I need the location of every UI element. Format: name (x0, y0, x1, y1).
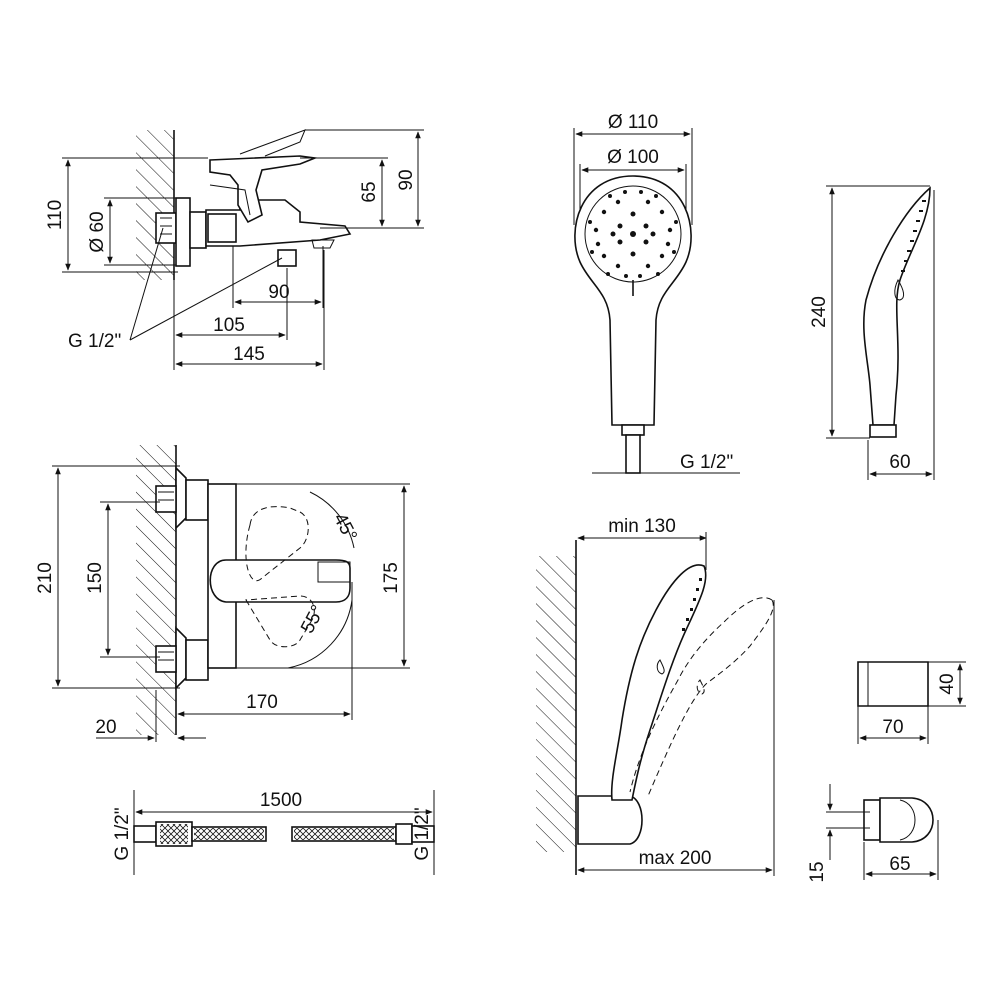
shower-holder-view (536, 532, 775, 876)
mixer-front-centers: 150 (85, 562, 106, 594)
mixer-side-diameter: Ø 60 (87, 211, 108, 252)
mixer-side-height-spout: 65 (359, 181, 380, 202)
mixer-front-angle-down: 55° (297, 602, 329, 637)
hose-thread-left: G 1/2" (112, 807, 133, 860)
mixer-side-view (62, 129, 424, 370)
mixer-front-projection: 170 (246, 692, 278, 713)
mixer-front-height-total: 210 (35, 562, 56, 594)
wall-hatch (136, 130, 174, 280)
hand-shower-outer-diameter: Ø 110 (608, 112, 658, 133)
mixer-front-body-height: 175 (381, 562, 402, 594)
mixer-side-height-total: 110 (45, 200, 66, 230)
hand-shower-length: 240 (809, 296, 830, 328)
wall-hook (826, 784, 939, 880)
mixer-front-view (52, 445, 410, 742)
mixer-side-thread: G 1/2" (68, 331, 121, 352)
hose-thread-right: G 1/2" (412, 807, 433, 860)
mixer-side-reach-outlet: 105 (213, 315, 245, 336)
mixer-side-height-handle: 90 (396, 169, 417, 190)
holder-max-reach: max 200 (639, 848, 712, 869)
spray-nozzles (588, 190, 678, 278)
shower-hose (133, 790, 435, 875)
mixer-front-angle-up: 45° (329, 510, 361, 545)
wall-bracket-width: 70 (882, 717, 903, 738)
holder-min-reach: min 130 (608, 516, 676, 537)
wall-bracket-height: 40 (937, 673, 958, 694)
wall-bracket (857, 661, 966, 744)
hand-shower-side (826, 185, 935, 480)
mixer-front-wall-gap: 20 (95, 717, 116, 738)
hand-shower-depth: 60 (889, 452, 910, 473)
wall-hatch-3 (536, 556, 576, 852)
hand-shower-face-diameter: Ø 100 (607, 147, 659, 168)
hand-shower-thread: G 1/2" (680, 452, 733, 473)
mixer-side-reach-total: 145 (233, 344, 265, 365)
hook-width: 65 (889, 854, 910, 875)
hook-offset: 15 (807, 861, 828, 882)
hand-shower-front (573, 128, 740, 474)
hose-length: 1500 (260, 790, 302, 811)
mixer-side-spout-offset: 90 (268, 282, 289, 303)
side-nozzles (901, 200, 926, 272)
